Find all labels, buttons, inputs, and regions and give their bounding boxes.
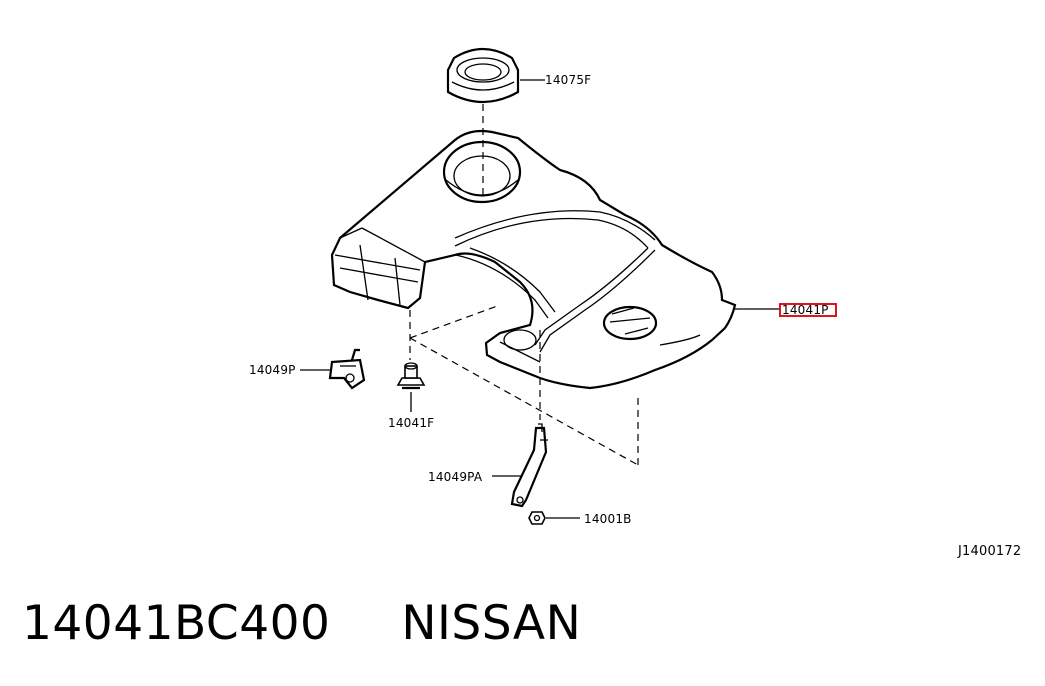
callout-label-bracket-left: 14049P: [249, 363, 296, 377]
bracket-left-part: [328, 348, 366, 390]
bolt-part: [528, 511, 546, 525]
diagram-code: J1400172: [958, 544, 1022, 559]
callout-highlight-box: [779, 303, 837, 317]
brand-name: NISSAN: [401, 596, 582, 651]
callout-label-bracket-lower: 14049PA: [428, 470, 483, 484]
callout-label-bolt: 14001B: [584, 512, 632, 526]
engine-cover-part: [330, 129, 737, 390]
part-number: 14041BC400: [22, 596, 331, 651]
callout-label-engine-cover[interactable]: 14041P: [782, 303, 829, 317]
bracket-lower-part: [510, 423, 548, 508]
grommet-part: [396, 362, 426, 390]
part-title: 14041BC400 NISSAN: [22, 596, 581, 651]
seal-ring-part: [446, 48, 520, 103]
callout-label-top-seal: 14075F: [545, 73, 592, 87]
callout-label-grommet: 14041F: [388, 416, 435, 430]
